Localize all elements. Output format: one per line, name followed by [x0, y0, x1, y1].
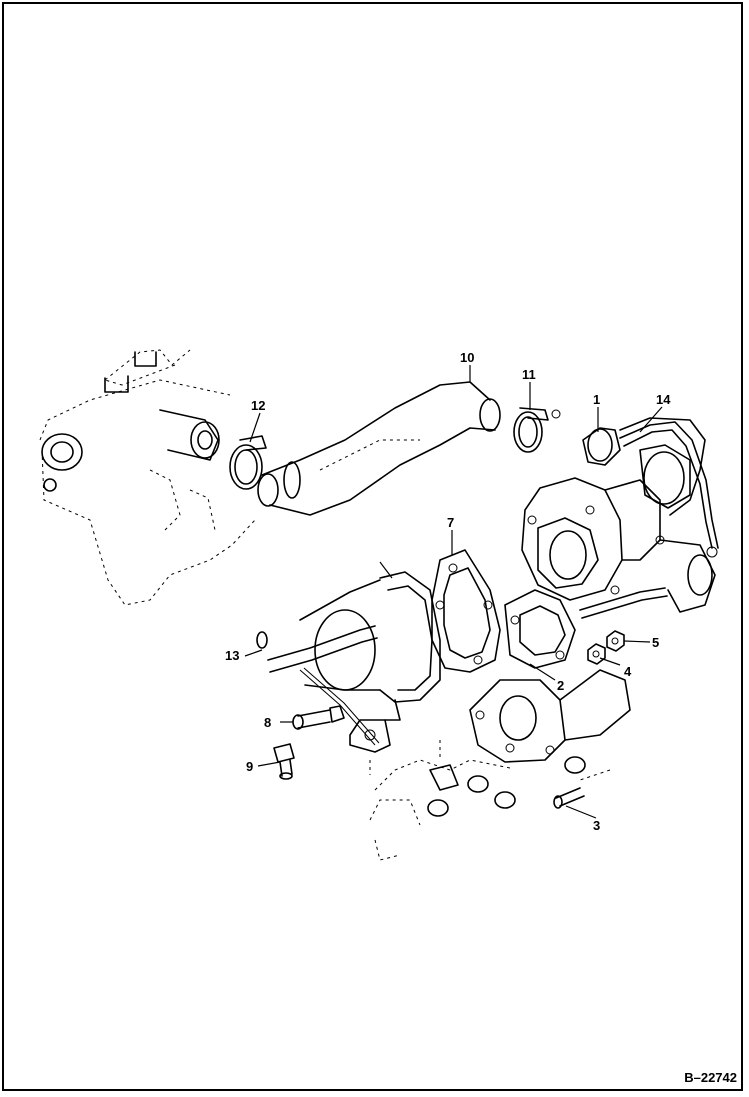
stud-3 [553, 787, 585, 809]
callout-9: 9 [246, 759, 253, 774]
callout-3: 3 [593, 818, 600, 833]
oil-pipe [619, 421, 719, 558]
callout-5: 5 [652, 635, 659, 650]
callout-12: 12 [251, 398, 265, 413]
nut-5 [606, 630, 625, 652]
bolt-8 [292, 705, 345, 730]
hose-clamp-11 [513, 407, 561, 453]
turbo-mounting-flange [504, 589, 576, 669]
figure-id: B–22742 [684, 1070, 737, 1085]
hose-clamp-12 [229, 435, 267, 490]
engine-manifold [39, 349, 256, 606]
bolt-9 [273, 743, 295, 780]
gasket-7 [431, 549, 501, 673]
callout-2: 2 [557, 678, 564, 693]
callout-labels: 1 2 3 4 5 7 8 9 10 11 12 13 14 [225, 350, 671, 833]
callout-4: 4 [624, 664, 632, 679]
nut-4 [587, 643, 606, 665]
turbocharger [521, 417, 716, 619]
leader-lines [244, 365, 663, 819]
callout-1: 1 [593, 392, 600, 407]
exhaust-manifold [369, 669, 631, 861]
callout-14: 14 [656, 392, 671, 407]
callout-10: 10 [460, 350, 474, 365]
drain-pipe-13 [256, 625, 380, 746]
callout-13: 13 [225, 648, 239, 663]
callout-11: 11 [522, 367, 536, 382]
callout-8: 8 [264, 715, 271, 730]
callout-7: 7 [447, 515, 454, 530]
exhaust-elbow [299, 571, 441, 775]
coolant-hose [257, 381, 501, 516]
